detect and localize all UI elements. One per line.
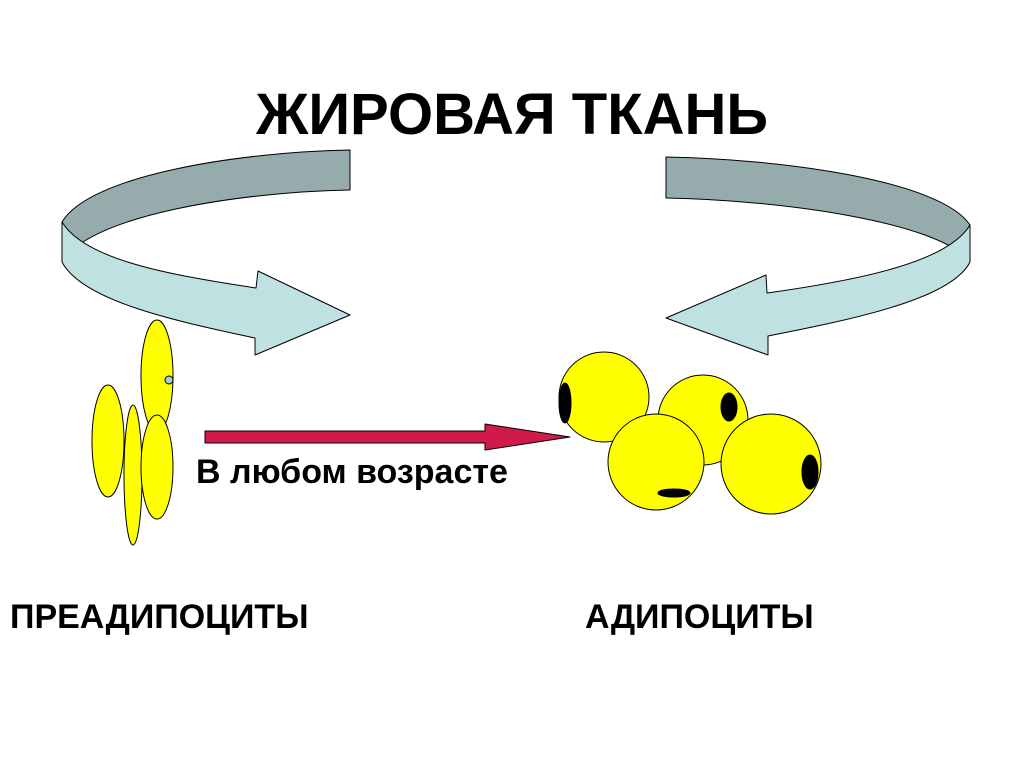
adipocyte-cell <box>607 413 705 511</box>
transition-label: В любом возрасте <box>196 453 508 491</box>
right-ribbon-arrow <box>665 224 971 356</box>
adipocyte-cell <box>720 413 822 515</box>
adipocytes-label: АДИПОЦИТЫ <box>585 598 814 636</box>
preadipocytes-cluster <box>91 319 174 546</box>
adipocyte-nucleus <box>720 392 738 422</box>
adipocytes-cluster <box>558 351 822 515</box>
preadipocyte-cell <box>91 384 125 498</box>
preadipocytes-label: ПРЕАДИПОЦИТЫ <box>10 598 309 636</box>
right-ribbon-top <box>665 156 971 263</box>
right-curved-arrow <box>665 156 971 356</box>
adipocyte-nucleus <box>558 382 572 424</box>
slide-title: ЖИРОВАЯ ТКАНЬ <box>255 82 769 147</box>
adipocyte-nucleus <box>657 488 691 498</box>
left-ribbon-arrow <box>61 221 351 356</box>
preadipocyte-nucleus <box>164 375 174 385</box>
left-ribbon-top <box>61 149 351 263</box>
preadipocyte-cell <box>140 414 174 520</box>
transition-arrow <box>204 423 571 451</box>
left-curved-arrow <box>61 149 351 356</box>
preadipocyte-cell <box>123 404 143 546</box>
adipocyte-nucleus <box>801 454 819 490</box>
